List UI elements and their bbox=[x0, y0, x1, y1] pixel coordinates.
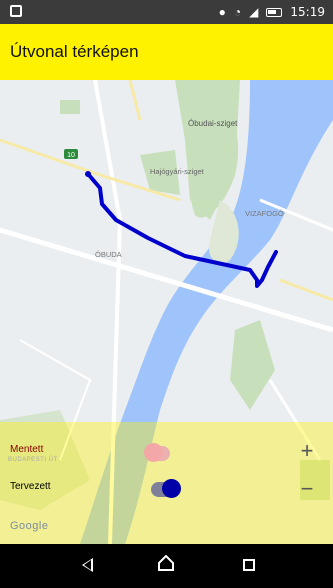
road bbox=[0, 138, 181, 202]
legend-planned-label: Tervezett bbox=[10, 481, 51, 492]
planned-route-toggle[interactable] bbox=[151, 479, 181, 498]
river bbox=[80, 80, 333, 544]
island bbox=[209, 200, 239, 264]
map-label-hajogyari-sziget: Hajógyári-sziget bbox=[150, 167, 205, 176]
location-icon: ● bbox=[218, 5, 226, 19]
app-bar: Útvonal térképen bbox=[0, 24, 333, 80]
zoom-out-button[interactable]: − bbox=[300, 476, 314, 501]
route-line bbox=[86, 172, 278, 288]
saved-route-toggle[interactable] bbox=[144, 443, 170, 462]
map-label-vizafogo: VIZAFOGÓ bbox=[245, 209, 284, 218]
planned-toggle-knob bbox=[162, 479, 181, 498]
road bbox=[128, 80, 142, 121]
wifi-icon: ◔ bbox=[233, 5, 242, 19]
park-area bbox=[0, 410, 90, 510]
status-bar: ● ◔ ◢ 15:19 bbox=[0, 0, 333, 24]
status-time: 15:19 bbox=[290, 5, 325, 19]
back-icon[interactable] bbox=[82, 558, 93, 572]
google-attribution-logo: Google bbox=[10, 520, 49, 532]
signal-icon: ◢ bbox=[249, 5, 259, 19]
home-icon[interactable] bbox=[158, 555, 174, 571]
island bbox=[189, 90, 239, 218]
route-start-marker bbox=[85, 171, 91, 177]
zoom-in-button[interactable]: + bbox=[300, 438, 314, 463]
road bbox=[259, 198, 333, 232]
legend-panel: Mentett BUDAPESTI ÚT Tervezett + − Googl… bbox=[0, 422, 333, 544]
legend-saved-label: Mentett bbox=[10, 444, 44, 455]
road-badge bbox=[64, 149, 78, 159]
road bbox=[0, 227, 333, 333]
page-title: Útvonal térképen bbox=[10, 42, 139, 61]
park-area bbox=[60, 100, 80, 114]
legend-saved-sublabel: BUDAPESTI ÚT bbox=[8, 457, 58, 463]
battery-icon bbox=[266, 7, 283, 17]
map-label-obuda: ÓBUDA bbox=[95, 250, 122, 259]
road bbox=[19, 339, 92, 461]
park-area bbox=[300, 460, 330, 500]
park-area bbox=[230, 320, 275, 410]
saved-toggle-knob bbox=[144, 443, 163, 462]
map-label-obudai-sziget: Óbudai-sziget bbox=[188, 119, 238, 128]
notification-icon bbox=[10, 5, 22, 17]
recent-apps-icon[interactable] bbox=[243, 559, 255, 571]
map-canvas[interactable]: 10 Óbudai-sziget Hajógyári-sziget ÓBUDA … bbox=[0, 80, 333, 544]
park-area bbox=[140, 150, 180, 195]
road bbox=[268, 379, 322, 461]
road bbox=[279, 278, 333, 302]
map-view[interactable]: 10 Óbudai-sziget Hajógyári-sziget ÓBUDA … bbox=[0, 80, 333, 544]
status-icons: ● ◔ ◢ 15:19 bbox=[219, 4, 325, 20]
road-badge-number: 10 bbox=[67, 152, 75, 159]
navigation-bar bbox=[0, 544, 333, 588]
